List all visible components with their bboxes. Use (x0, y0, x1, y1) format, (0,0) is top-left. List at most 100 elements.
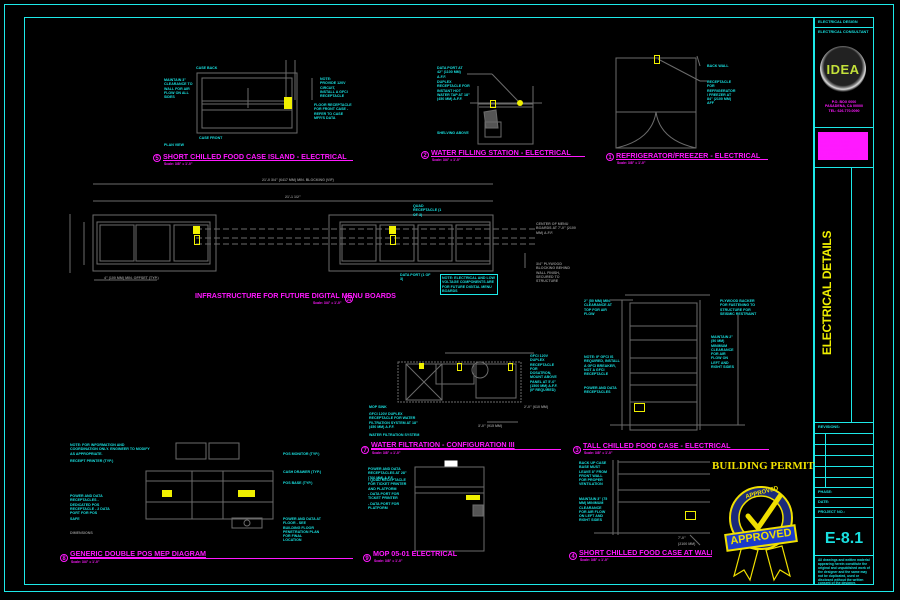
detail-bubble: 1 (606, 153, 614, 161)
note: QUAD RECEPTACLE (1 OF 3) (413, 204, 442, 217)
detail-scale: Scale: 3/4" = 1'-0" (313, 301, 342, 305)
detail-bubble: 4 (569, 552, 577, 560)
detail-bubble: 7 (361, 446, 369, 454)
detail-8-linework (145, 442, 274, 529)
stamp-heading: BUILDING PERMIT (712, 460, 815, 472)
phase-label: PHASE: (818, 490, 833, 494)
note: POS BASE (TYP.) (283, 481, 313, 485)
phase-cell: PHASE: (815, 488, 873, 498)
note: DUPLEX RECEPTACLE FOR INSTANT HOT WATER … (437, 80, 470, 102)
note: PLAN VIEW (164, 143, 184, 147)
project-no-cell: PROJECT NO.: (815, 508, 873, 518)
note: POWER AND DATA AT FLOOR - SEE BUILDING F… (283, 517, 321, 543)
note: WATER FILTRATION SYSTEM (369, 433, 420, 437)
detail-5-linework (196, 60, 313, 134)
revision-row (815, 478, 873, 488)
detail-4-linework (594, 460, 710, 546)
title-underline (163, 160, 353, 161)
address: P.O. BOX 0000 PASADENA, CA 00000 TEL: 62… (815, 100, 873, 113)
power-data-symbol (685, 511, 696, 520)
date-label: DATE: (818, 500, 830, 504)
quad-receptacle-symbol (193, 226, 200, 234)
note: MOP SINK (369, 405, 387, 409)
detail-title: MOP 05-01 ELECTRICAL (373, 549, 458, 558)
receptacle-symbol (466, 495, 480, 500)
detail-scale: Scale: 3/8" = 1'-0" (580, 558, 609, 562)
title-underline (583, 449, 769, 450)
address-line: PASADENA, CA 00000 (825, 104, 863, 109)
dimension: 7'-0" (678, 536, 686, 540)
detail-bubble: 3 (573, 446, 581, 454)
revision-row (815, 445, 873, 456)
revision-row (815, 434, 873, 445)
address-line: TEL: 626.770.0090 (828, 108, 860, 113)
note: GFCI 120V DUPLEX RECEPTACLE FOR DOSATRON… (530, 354, 558, 393)
detail-bubble: 24 (345, 295, 353, 303)
power-data-symbol (634, 403, 645, 412)
note: POWER AND DATA RECEPTACLES - DEDICATED P… (70, 494, 110, 516)
title-underline (70, 558, 353, 559)
detail-title: GENERIC DOUBLE POS MEP DIAGRAM (70, 549, 207, 558)
detail-title: SHORT CHILLED FOOD CASE ISLAND - ELECTRI… (163, 152, 347, 161)
copyright-note: All drawings and written material appear… (818, 558, 870, 586)
note: MAINTAIN 2" (50 MM) MINIMUM CLEARANCE FO… (711, 335, 734, 370)
consultant-label: ELECTRICAL CONSULTANT (818, 30, 869, 34)
note: CASE BACK (196, 66, 218, 70)
note: NOTE: FOR INFORMATION AND COORDINATION O… (70, 443, 150, 456)
dimension: 21'-1 1/2" (285, 195, 301, 199)
warning-note: BEFORE ANY WORK, THE CONTRACTOR SHALL VE… (818, 132, 868, 160)
note: RECEIPT PRINTER (TYP.) (70, 459, 114, 463)
design-label-cell: ELECTRICAL DESIGN (815, 18, 873, 28)
note: CASH DRAWER (TYP.) (283, 470, 322, 474)
detail-9-linework (414, 460, 485, 552)
quad-receptacle-symbol (389, 226, 396, 234)
detail-7-linework (397, 352, 534, 423)
receptacle-symbol (654, 55, 660, 64)
consultant-cell: ELECTRICAL CONSULTANT IDEA P.O. BOX 0000… (815, 28, 873, 128)
approved-seal (724, 486, 798, 582)
revisions-label: REVISIONS: (818, 425, 840, 429)
note: MAINTAIN 3" (75 MM) MINIMUM CLEARANCE FO… (579, 497, 608, 523)
note: - DATA PORT FOR PLATFORM (368, 502, 400, 511)
detail-1-linework (615, 55, 707, 149)
warning-cell: BEFORE ANY WORK, THE CONTRACTOR SHALL VE… (815, 128, 873, 168)
detail-title: INFRASTRUCTURE FOR FUTURE DIGITAL MENU B… (195, 291, 396, 300)
title-underline (371, 449, 561, 450)
date-cell: DATE: (815, 498, 873, 508)
detail-scale: Scale: 3/8" = 1'-0" (372, 451, 401, 455)
note: BACK UP CASE BASE MUST LEAVE 8" FROM FRO… (579, 461, 607, 487)
detail-title: WATER FILLING STATION - ELECTRICAL (431, 148, 571, 157)
title-underline (579, 556, 711, 557)
power-data-symbol (238, 490, 255, 497)
divider (851, 168, 852, 423)
address-line: P.O. BOX 0000 (831, 100, 857, 104)
note: - QUAD RECEPTACLE FOR TICKET PRINTER AND… (368, 478, 407, 491)
revision-row (815, 456, 873, 467)
note: POWER AND DATA RECEPTACLES AT 28" (700 M… (368, 467, 407, 480)
note: DIMENSIONS (70, 531, 93, 535)
logo-text: IDEA (826, 62, 860, 77)
detail-title: SHORT CHILLED FOOD CASE AT WALL - E (579, 548, 727, 557)
note: BACK WALL (707, 64, 729, 68)
receptacle-symbol (419, 363, 424, 369)
receptacle-symbol (517, 100, 523, 106)
title-block: ELECTRICAL DESIGN ELECTRICAL CONSULTANT … (814, 17, 874, 585)
detail-bubble: 8 (60, 554, 68, 562)
detail-scale: Scale: 3/4" = 1'-0" (71, 560, 100, 564)
note: GFCI 120V DUPLEX RECEPTACLE FOR WATER FI… (369, 412, 418, 429)
detail-scale: Scale: 3/4" = 1'-0" (432, 158, 461, 162)
revisions-cell: REVISIONS: (815, 423, 873, 434)
note: CASE FRONT (199, 136, 223, 140)
note: NOTE: IF GFCI IS REQUIRED, INSTALL A GFC… (584, 355, 620, 377)
note: - DATA PORT FOR TICKET PRINTER (368, 492, 400, 501)
power-data-symbol (162, 490, 172, 497)
detail-scale: Scale: 3/8" = 1'-0" (584, 451, 613, 455)
receptacle-symbol (457, 363, 462, 371)
note: CENTER OF MENU BOARDS AT 7'-0" (2100 MM)… (536, 222, 576, 235)
detail-scale: Scale: 3/8" = 1'-0" (374, 559, 403, 563)
detail-24-linework (69, 183, 535, 281)
note: POS MONITOR (TYP.) (283, 452, 320, 456)
data-port-symbol (390, 235, 396, 245)
sheet-title-cell: ELECTRICAL DETAILS (815, 168, 873, 423)
